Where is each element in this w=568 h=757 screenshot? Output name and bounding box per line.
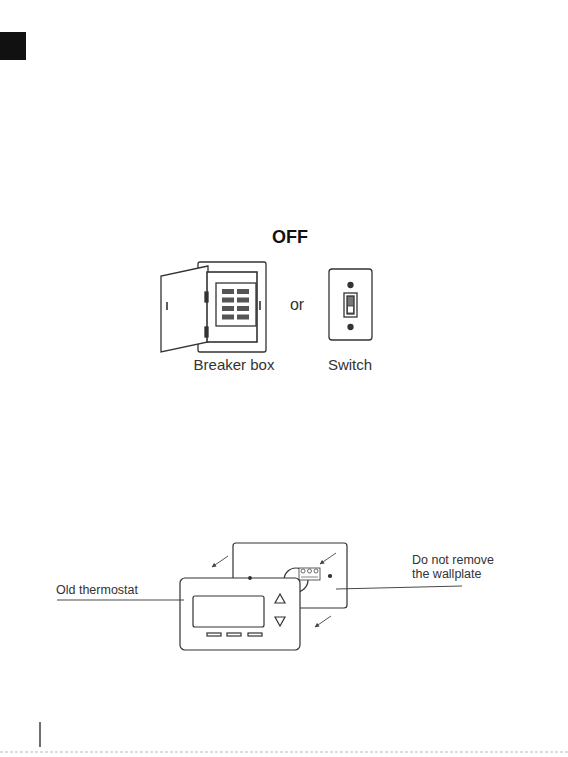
removal-arrows: [212, 553, 336, 627]
breaker-switch: [222, 315, 234, 320]
breaker-switch: [237, 289, 249, 294]
breaker-switch: [237, 315, 249, 320]
breaker-switch: [237, 298, 249, 303]
callout-label: Do not remove the wallplate: [412, 553, 512, 582]
page-tab: [0, 32, 26, 60]
wall-switch: [329, 269, 372, 340]
state-label: OFF: [272, 227, 308, 248]
page-margin-mark: [39, 722, 40, 747]
part-label: Breaker box: [194, 356, 275, 373]
breaker-switches: [222, 289, 249, 320]
or-label: or: [290, 296, 304, 314]
part-label: Switch: [328, 356, 372, 373]
breaker-switch: [237, 306, 249, 311]
breaker-box: [161, 262, 266, 352]
old-thermostat: [180, 577, 300, 650]
breaker-switch: [222, 289, 234, 294]
page-edge: [0, 752, 568, 753]
callout-label: Old thermostat: [56, 583, 138, 597]
breaker-switch: [222, 306, 234, 311]
breaker-switch: [222, 298, 234, 303]
